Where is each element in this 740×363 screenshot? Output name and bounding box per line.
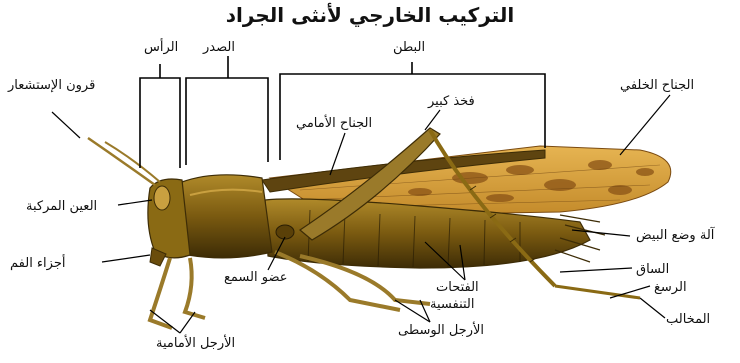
abdomen-bracket bbox=[280, 62, 545, 160]
label-antennae: قرون الإستشعار bbox=[8, 78, 95, 94]
label-middle-legs: الأرجل الوسطى bbox=[398, 323, 484, 339]
label-ovipositor: آلة وضع البيض bbox=[636, 228, 714, 244]
label-head: الرأس bbox=[144, 40, 178, 56]
label-fore-wing: الجناح الأمامي bbox=[296, 116, 372, 132]
head-bracket bbox=[140, 64, 180, 168]
label-claws: المخالب bbox=[666, 312, 710, 328]
diagram-title: التركيب الخارجي لأنثى الجراد bbox=[0, 3, 740, 27]
label-thorax: الصدر bbox=[203, 40, 235, 56]
label-big-femur: فخذ كبير bbox=[428, 94, 475, 110]
label-hearing-organ: عضو السمع bbox=[224, 270, 287, 286]
label-front-legs: الأرجل الأمامية bbox=[156, 336, 235, 352]
label-hind-wing: الجناح الخلفي bbox=[620, 78, 694, 94]
label-tibia: الساق bbox=[636, 262, 669, 278]
thorax-bracket bbox=[186, 56, 268, 165]
label-spiracles-2: التنفسية bbox=[430, 297, 474, 313]
label-spiracles-1: الفتحات bbox=[436, 280, 479, 296]
label-abdomen: البطن bbox=[393, 40, 425, 56]
label-mouthparts: أجزاء الفم bbox=[10, 256, 65, 272]
label-tarsus: الرسغ bbox=[654, 280, 687, 296]
label-compound-eye: العين المركبة bbox=[26, 199, 97, 215]
